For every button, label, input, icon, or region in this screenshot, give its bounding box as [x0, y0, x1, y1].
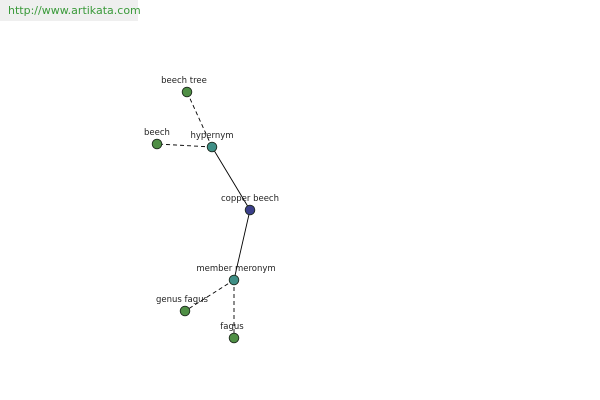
edge-member-meronym-to-genus-fagus — [184, 279, 235, 312]
edge-hypernym-to-beech — [156, 143, 213, 148]
node-copper-beech[interactable]: copper beech — [221, 194, 279, 216]
node-dot-beech-tree[interactable] — [181, 86, 193, 98]
node-beech-tree[interactable]: beech tree — [161, 76, 207, 98]
node-dot-copper-beech[interactable] — [244, 204, 256, 216]
node-label-beech-tree[interactable]: beech tree — [161, 76, 207, 86]
edge-copper-beech-to-member-meronym — [233, 209, 251, 281]
edge-copper-beech-to-hypernym — [211, 146, 251, 211]
node-label-genus-fagus[interactable]: genus fagus — [156, 295, 209, 305]
edge-layer — [156, 91, 251, 338]
node-label-hypernym[interactable]: hypernym — [190, 131, 233, 141]
node-dot-hypernym[interactable] — [206, 141, 218, 153]
node-fagus[interactable]: fagus — [220, 322, 244, 344]
node-hypernym[interactable]: hypernym — [190, 131, 234, 153]
node-layer: copper beech hypernym member meronym beech … — [144, 76, 279, 344]
node-beech[interactable]: beech — [144, 128, 170, 150]
node-label-fagus[interactable]: fagus — [220, 322, 244, 332]
node-dot-member-meronym[interactable] — [228, 274, 240, 286]
edge-hypernym-to-beech-tree — [186, 91, 213, 148]
source-link[interactable]: http://www.artikata.com — [0, 0, 141, 21]
node-genus-fagus[interactable]: genus fagus — [156, 295, 209, 317]
node-dot-fagus[interactable] — [228, 332, 240, 344]
node-dot-genus-fagus[interactable] — [179, 305, 191, 317]
node-dot-beech[interactable] — [151, 138, 163, 150]
node-label-member-meronym[interactable]: member meronym — [196, 264, 275, 274]
node-label-beech[interactable]: beech — [144, 128, 170, 138]
node-label-copper-beech[interactable]: copper beech — [221, 194, 279, 204]
node-member-meronym[interactable]: member meronym — [196, 264, 276, 286]
